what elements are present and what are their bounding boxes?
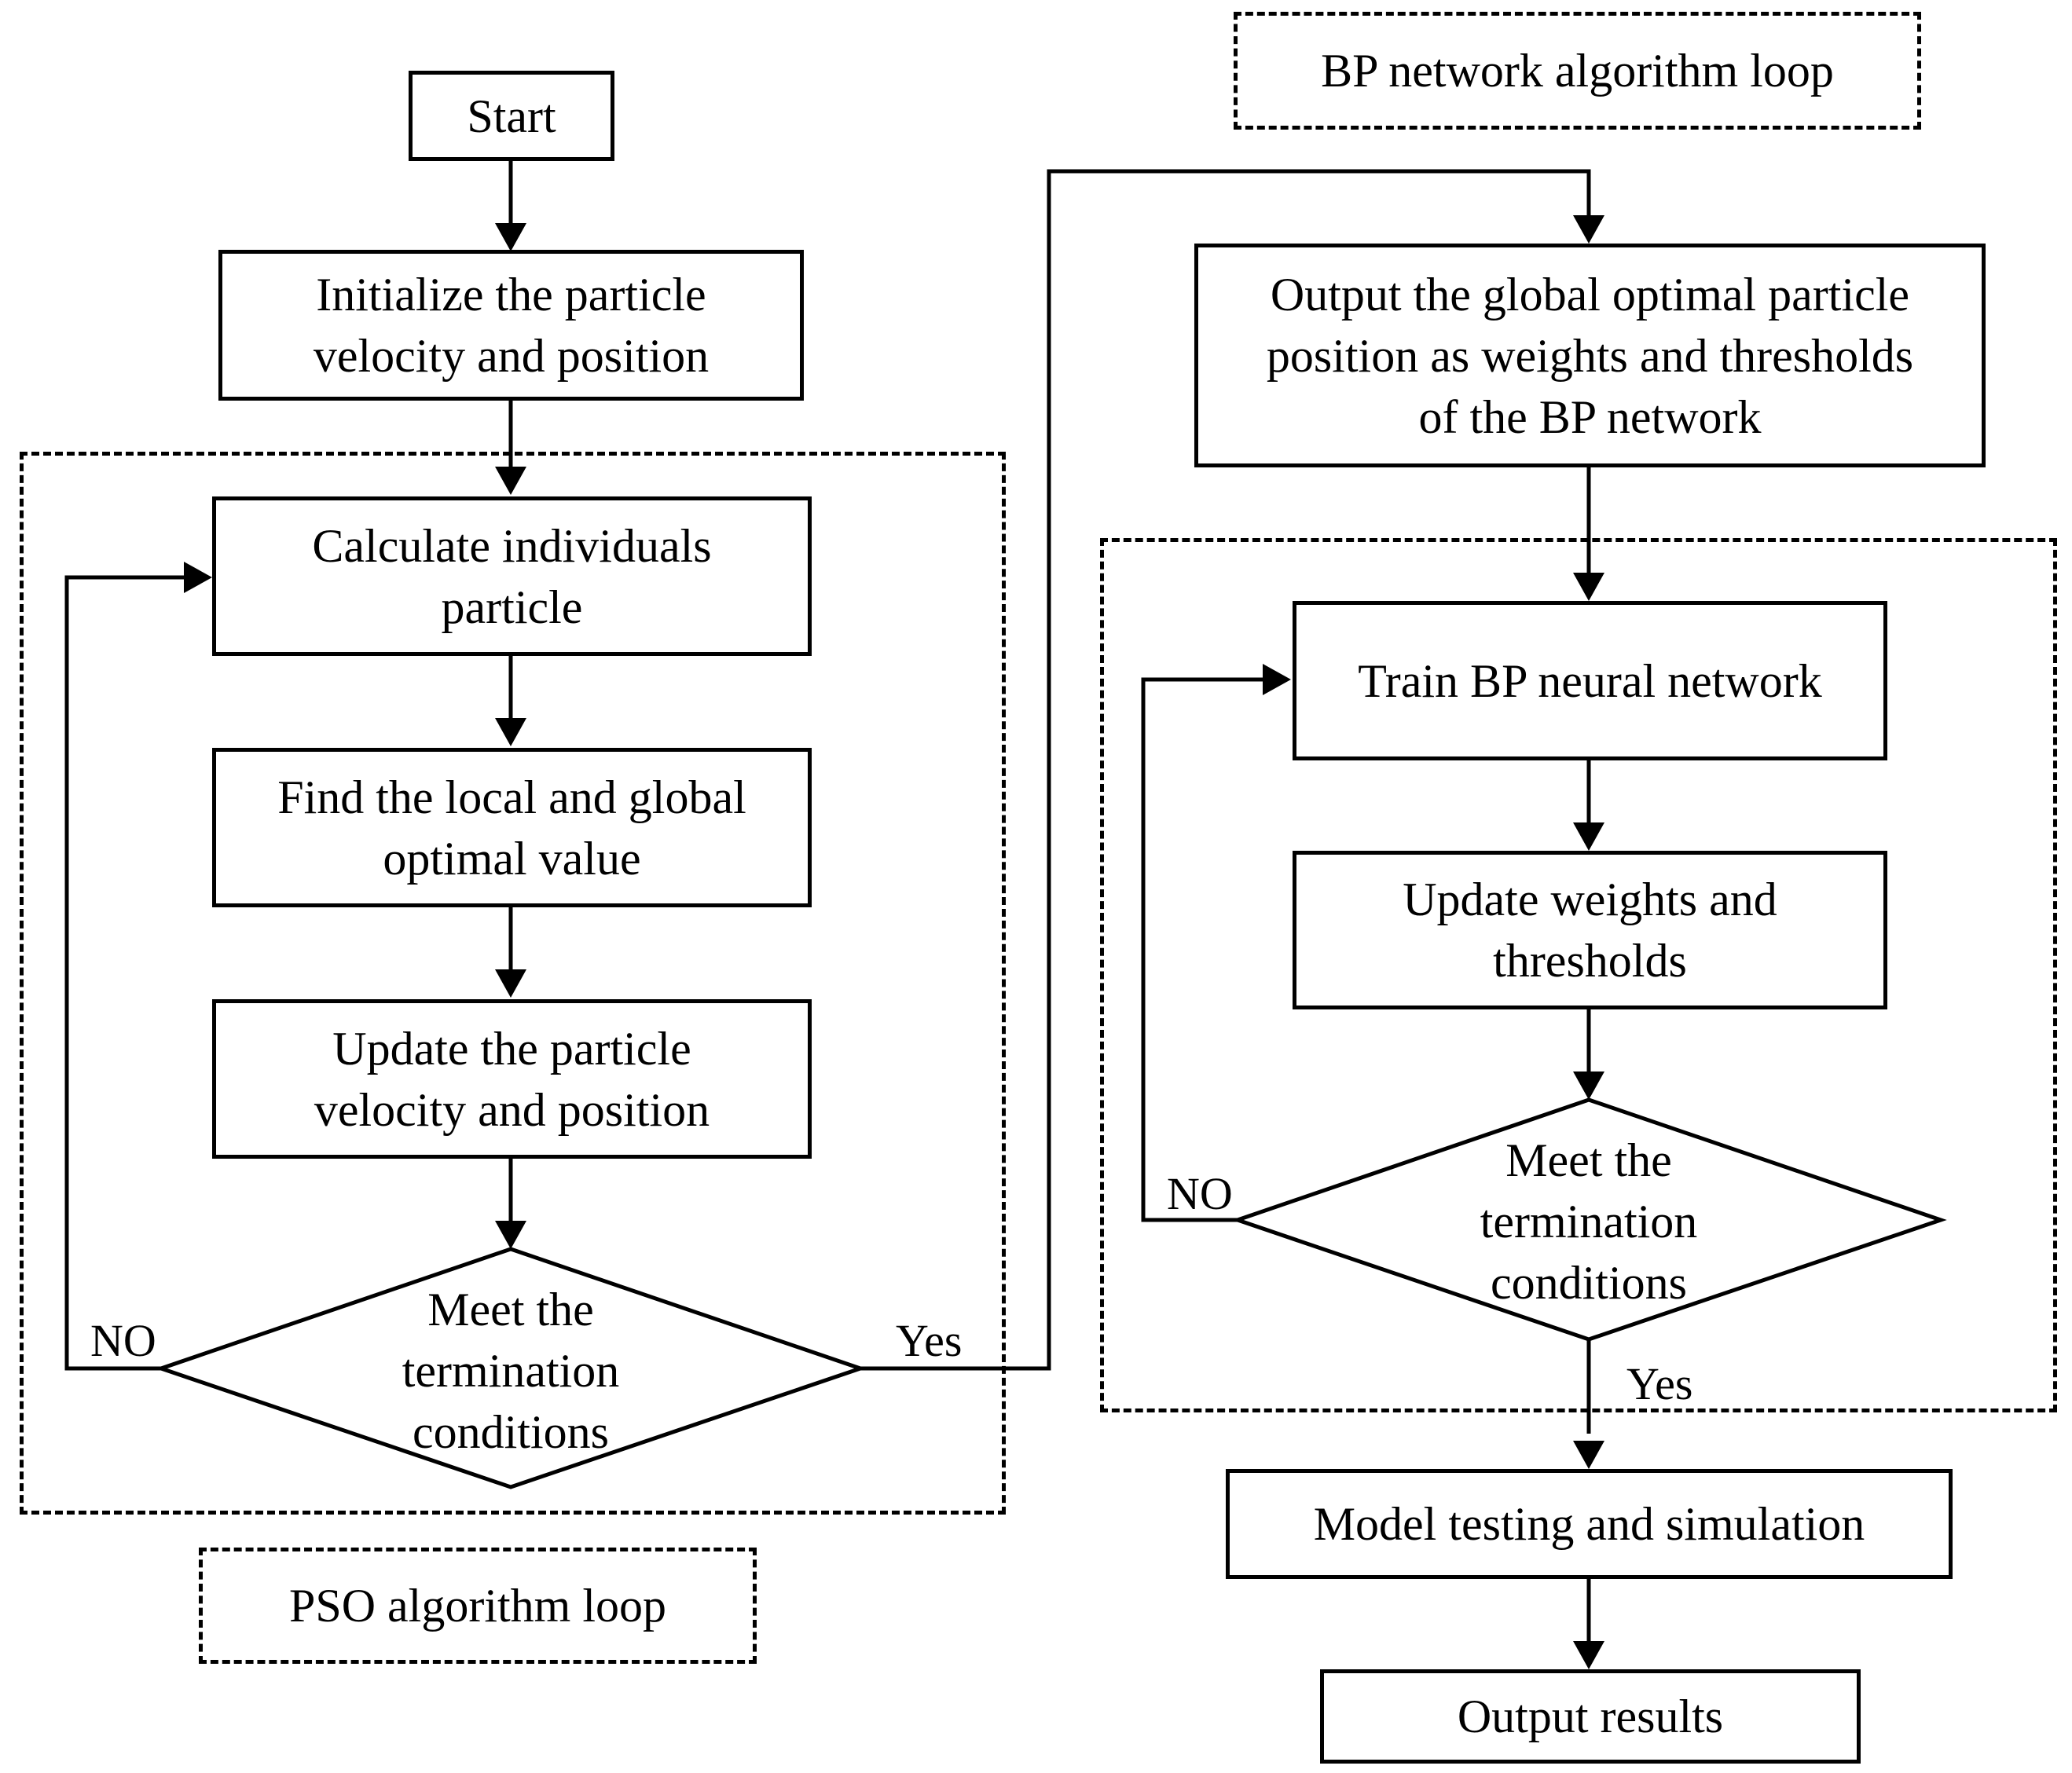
bp-loop-frame [1100,538,2057,1412]
initialize-text: Initialize the particle velocity and pos… [313,269,710,382]
output-global-box: Output the global optimal particle posit… [1194,244,1986,467]
output-results-box: Output results [1320,1669,1861,1764]
pso-no-label: NO [90,1315,156,1366]
pso-decision-diamond [155,1247,867,1489]
pso-loop-legend: PSO algorithm loop [199,1548,757,1664]
arrow-bp-no-loop [1141,677,1265,1222]
output-results-text: Output results [1457,1691,1724,1742]
arrowhead [495,223,526,251]
arrowhead [495,467,526,495]
bp-yes-label: Yes [1626,1358,1693,1409]
find-optimal-text: Find the local and global optimal value [277,771,746,885]
start-box: Start [409,71,614,161]
calculate-box: Calculate individuals particle [212,496,812,656]
arrowhead [495,969,526,998]
arrowhead [1573,573,1604,601]
train-bp-text: Train BP neural network [1358,654,1822,707]
arrowhead [495,1221,526,1249]
arrowhead [1573,215,1604,244]
bp-decision-label: Meet the termination conditions [1392,1123,1785,1320]
pso-loop-frame [20,452,1006,1515]
bp-loop-legend-text: BP network algorithm loop [1321,45,1834,97]
update-weights-text: Update weights and thresholds [1403,874,1777,987]
bp-no-label: NO [1167,1168,1233,1219]
pso-yes-label: Yes [896,1315,963,1366]
arrowhead [1573,1071,1604,1100]
arrowhead [495,718,526,746]
find-optimal-box: Find the local and global optimal value [212,748,812,907]
update-particle-box: Update the particle velocity and positio… [212,999,812,1159]
arrow-pso-no-loop [64,575,189,1371]
start-text: Start [467,90,556,142]
model-testing-box: Model testing and simulation [1226,1469,1953,1579]
arrowhead [1573,1641,1604,1669]
arrowhead [1573,822,1604,851]
bp-loop-legend: BP network algorithm loop [1234,12,1921,130]
output-global-text: Output the global optimal particle posit… [1266,268,1914,443]
model-testing-text: Model testing and simulation [1313,1498,1865,1550]
arrowhead [1263,664,1291,695]
arrow-pso-yes-to-bp [860,169,1591,1371]
bp-decision-text: Meet the termination conditions [1480,1134,1698,1309]
initialize-box: Initialize the particle velocity and pos… [218,250,804,401]
bp-decision-diamond [1231,1097,1947,1342]
pso-decision-label: Meet the termination conditions [314,1273,707,1469]
update-particle-text: Update the particle velocity and positio… [314,1022,710,1136]
pso-decision-text: Meet the termination conditions [402,1284,620,1458]
train-bp-box: Train BP neural network [1293,601,1887,760]
calculate-text: Calculate individuals particle [312,519,712,633]
update-weights-box: Update weights and thresholds [1293,851,1887,1009]
pso-loop-legend-text: PSO algorithm loop [288,1580,667,1632]
arrowhead [184,562,212,593]
arrowhead [1573,1441,1604,1469]
